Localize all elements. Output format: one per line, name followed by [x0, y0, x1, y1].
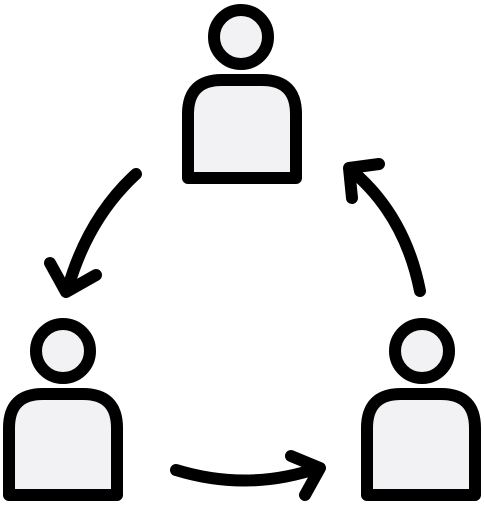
person-top-body [182, 74, 302, 184]
arrow-right-to-top-shaft [345, 164, 426, 297]
person-top-head [208, 4, 274, 70]
curved-arrow-icon [343, 158, 426, 297]
curved-arrow-icon [44, 168, 142, 298]
arrow-right-to-top-head [343, 158, 385, 204]
person-icon [3, 318, 123, 501]
person-right-body [361, 388, 481, 501]
arrow-top-to-left-head [44, 257, 102, 298]
person-left-body [3, 388, 123, 501]
person-right-head [389, 318, 455, 384]
arrow-left-to-right-shaft [170, 462, 324, 487]
person-left-head [30, 318, 96, 384]
person-icon [361, 318, 481, 501]
arrow-left-to-right-head [285, 450, 326, 501]
curved-arrow-icon [170, 450, 326, 501]
arrow-top-to-left-shaft [62, 168, 142, 294]
person-icon [182, 4, 302, 184]
